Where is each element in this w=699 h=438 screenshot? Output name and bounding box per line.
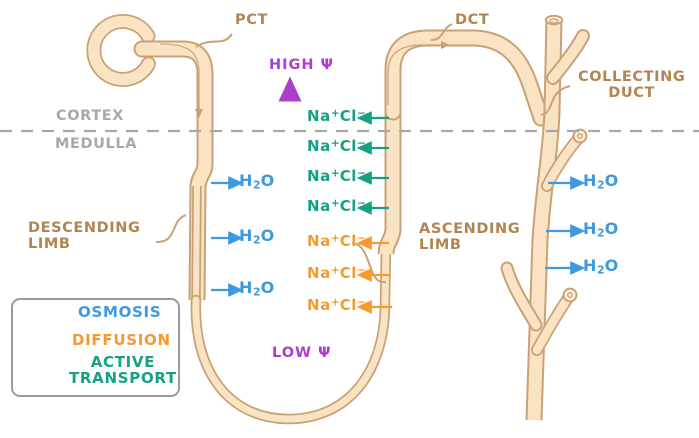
water-label-collecting-2: H2O	[583, 219, 619, 240]
osmosis-arrows-descending	[211, 176, 244, 297]
water-label-descending-3: H2O	[239, 278, 275, 299]
label-dct: DCT	[455, 12, 490, 28]
proximal-convoluted-tubule	[133, 40, 214, 137]
solute-label-7: Na+Cl−	[307, 296, 366, 314]
osmosis-arrows-collecting-duct	[545, 176, 586, 275]
label-low-water-potential: LOW Ψ	[272, 345, 332, 361]
water-label-collecting-3: H2O	[583, 256, 619, 277]
legend-label-diffusion: DIFFUSION	[72, 331, 171, 349]
solute-label-5: Na+Cl−	[307, 232, 366, 250]
label-descending-limb: DESCENDING LIMB	[28, 220, 141, 253]
water-label-descending-2: H2O	[239, 226, 275, 247]
ascending-limb-tubule	[377, 108, 402, 301]
solute-label-1: Na+Cl−	[307, 107, 366, 125]
label-cortex: CORTEX	[56, 108, 125, 124]
legend-label-osmosis: OSMOSIS	[78, 303, 162, 321]
solute-label-6: Na+Cl−	[307, 264, 366, 282]
solute-label-3: Na+Cl−	[307, 167, 366, 185]
solute-label-4: Na+Cl−	[307, 197, 366, 215]
label-ascending-limb: ASCENDING LIMB	[419, 221, 521, 254]
solute-label-2: Na+Cl−	[307, 137, 366, 155]
label-collecting-duct: COLLECTING DUCT	[578, 69, 686, 102]
descending-limb-tubule	[188, 120, 214, 301]
legend-label-active-transport: ACTIVE TRANSPORT	[69, 353, 177, 387]
loop-of-henle-bend	[190, 294, 391, 425]
collecting-duct-branches	[500, 29, 590, 356]
distal-convoluted-tubule	[384, 29, 550, 127]
collecting-duct	[525, 14, 564, 421]
water-label-collecting-1: H2O	[583, 171, 619, 192]
solute-transport-arrows	[356, 111, 392, 314]
bowmans-capsule	[86, 13, 156, 87]
label-medulla: MEDULLA	[55, 136, 138, 152]
label-pct: PCT	[235, 12, 268, 28]
legend-box	[11, 298, 180, 397]
water-label-descending-1: H2O	[239, 171, 275, 192]
label-high-water-potential: HIGH Ψ	[269, 57, 334, 73]
leader-lines	[155, 23, 571, 284]
